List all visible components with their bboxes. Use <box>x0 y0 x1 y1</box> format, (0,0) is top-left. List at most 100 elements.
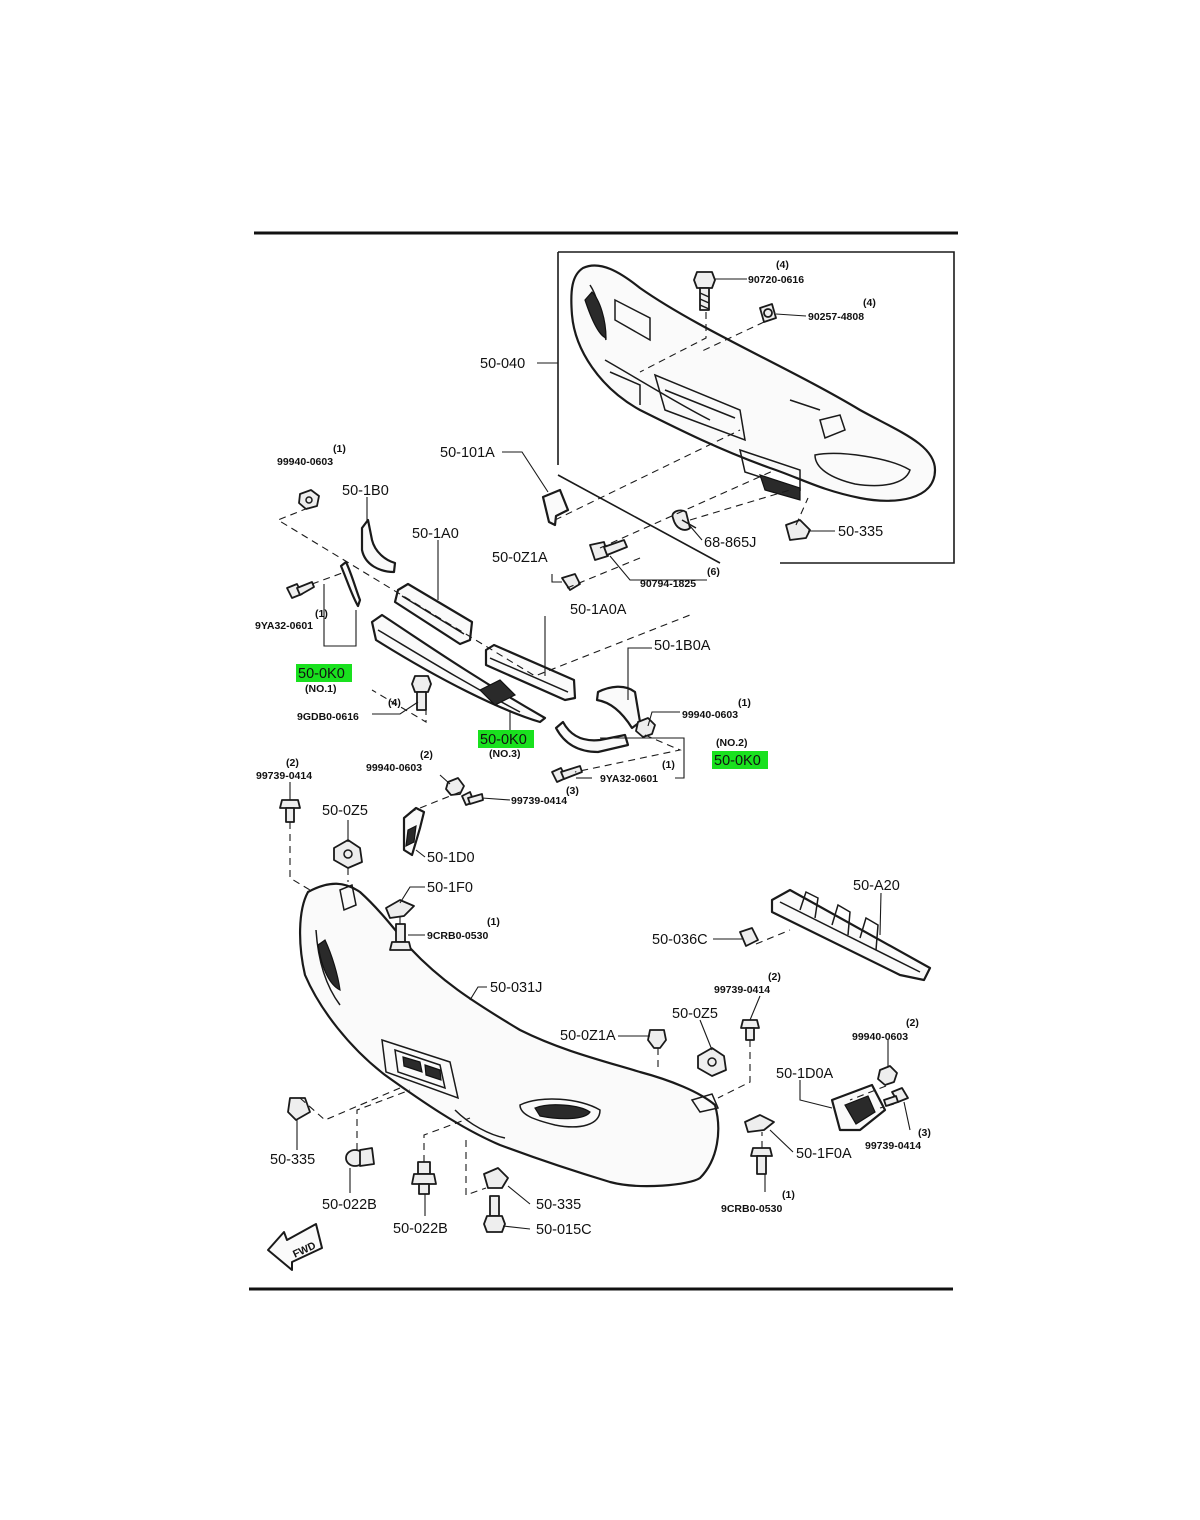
label-99739-c: 99739-0414 <box>714 984 770 996</box>
label-9gdb0: 9GDB0-0616 <box>297 711 359 723</box>
qty-99739-a: (2) <box>286 757 299 769</box>
label-50-1a0a: 50-1A0A <box>570 602 627 618</box>
label-50-036c: 50-036C <box>652 932 708 948</box>
label-50-022b-b: 50-022B <box>393 1221 448 1237</box>
highlight-no2 <box>712 751 768 769</box>
label-99739-a: 99739-0414 <box>256 770 312 782</box>
label-50-0z1a-bot: 50-0Z1A <box>560 1028 616 1044</box>
bracket-50-0k0-no2 <box>554 720 630 754</box>
screw-99739-c-icon <box>740 1019 760 1041</box>
label-50-1f0a: 50-1F0A <box>796 1146 852 1162</box>
screw-99739-d-icon <box>883 1087 909 1107</box>
screw-99739-b-icon <box>461 791 484 806</box>
label-99739-b: 99739-0414 <box>511 795 567 807</box>
qty-9crb0-b: (1) <box>782 1189 795 1201</box>
qty-9ya32-b-3: (3) <box>566 785 579 797</box>
qty-99940-b: (1) <box>738 697 751 709</box>
leader-lines <box>289 278 911 1230</box>
bracket-50-1a0a <box>484 643 577 702</box>
label-99739-d: 99739-0414 <box>865 1140 921 1152</box>
nut-99940-b-icon <box>635 717 656 738</box>
nut-50-335-left <box>287 1097 311 1121</box>
bracket-50-1f0 <box>385 899 415 919</box>
qty-99940-a: (1) <box>333 443 346 455</box>
label-50-1b0a: 50-1B0A <box>654 638 711 654</box>
label-50-335-bot: 50-335 <box>536 1197 581 1213</box>
bolt-9gdb0-icon <box>411 675 432 711</box>
label-50-0k0-no3: 50-0K0 <box>480 732 527 748</box>
label-50-0k0-no2: 50-0K0 <box>714 753 761 769</box>
qty-9crb0-a: (1) <box>487 916 500 928</box>
label-99940-d: 99940-0603 <box>852 1031 908 1043</box>
bracket-50-1b0 <box>360 518 397 574</box>
label-99940-b: 99940-0603 <box>682 709 738 721</box>
nut-50-335-bot <box>483 1167 509 1189</box>
label-50-031j: 50-031J <box>490 980 542 996</box>
bumper-reinforcement <box>570 264 937 502</box>
nut-99940-c-icon <box>445 777 465 796</box>
label-50-022b-a: 50-022B <box>322 1197 377 1213</box>
qty-90720: (4) <box>776 259 789 271</box>
label-50-015c: 50-015C <box>536 1222 592 1238</box>
label-9ya32-b: 9YA32-0601 <box>600 773 658 785</box>
screw-99739-a-icon <box>279 799 301 823</box>
qty-99940-c: (2) <box>420 749 433 761</box>
clip-50-0z1a-top-icon <box>561 573 581 591</box>
label-50-335-left: 50-335 <box>270 1152 315 1168</box>
label-50-040: 50-040 <box>480 356 525 372</box>
label-50-335-top: 50-335 <box>838 524 883 540</box>
bracket-50-1a0 <box>393 582 474 646</box>
label-90257: 90257-4808 <box>808 311 864 323</box>
label-50-1b0: 50-1B0 <box>342 483 389 499</box>
qty-99739-c: (2) <box>768 971 781 983</box>
plug-50-022b-a-icon <box>345 1147 375 1167</box>
label-50-1a0: 50-1A0 <box>412 526 459 542</box>
clip-68-865j-icon <box>671 509 697 531</box>
highlight-no3 <box>478 730 534 748</box>
bolt-50-015c-icon <box>483 1195 506 1233</box>
bracket-50-1d0 <box>402 806 426 857</box>
screw-9ya32-a-icon <box>286 581 315 599</box>
clip-50-036c-icon <box>739 927 759 947</box>
bracket-50-101a <box>541 488 570 527</box>
bracket-50-1d0a <box>830 1083 887 1132</box>
qty-90794: (6) <box>707 566 720 578</box>
label-99940-a: 99940-0603 <box>277 456 333 468</box>
screw-9ya32-b-icon <box>551 765 583 783</box>
label-50-a20: 50-A20 <box>853 878 900 894</box>
bracket-50-a20 <box>770 888 932 982</box>
label-9crb0-a: 9CRB0-0530 <box>427 930 488 942</box>
qty-90257: (4) <box>863 297 876 309</box>
label-90794: 90794-1825 <box>640 578 696 590</box>
inset-box <box>558 251 955 564</box>
clip-50-0z5-a-icon <box>333 839 363 869</box>
plug-50-022b-b-icon <box>411 1161 437 1195</box>
clip-50-0z5-b-icon <box>697 1047 727 1077</box>
label-no3: (NO.3) <box>489 748 521 760</box>
bracket-50-1f0a <box>744 1114 775 1133</box>
bolt-90794-icon <box>589 539 628 561</box>
clip-50-0z1a-bot-icon <box>647 1029 667 1049</box>
nut-99940-d-icon <box>877 1065 898 1086</box>
label-68-865j: 68-865J <box>704 535 756 551</box>
label-90720: 90720-0616 <box>748 274 804 286</box>
qty-9ya32-a: (1) <box>315 608 328 620</box>
label-50-0k0-no1: 50-0K0 <box>298 666 345 682</box>
nut-99940-a-icon <box>298 489 320 510</box>
assembly-lines <box>276 312 895 1196</box>
fwd-arrow-icon: FWD <box>267 1223 323 1271</box>
label-50-101a: 50-101A <box>440 445 495 461</box>
part-labels: 50-040 (4) 90720-0616 (4) 90257-4808 50-… <box>255 259 931 1238</box>
nut-50-335-top <box>785 519 811 541</box>
clip-90257-icon <box>759 303 777 323</box>
bracket-50-0k0-no3 <box>370 613 547 724</box>
label-99940-c: 99940-0603 <box>366 762 422 774</box>
label-50-0z5-b: 50-0Z5 <box>672 1006 718 1022</box>
qty-9gdb0: (4) <box>388 697 401 709</box>
qty-9ya32-b: (1) <box>662 759 675 771</box>
label-50-0z5-a: 50-0Z5 <box>322 803 368 819</box>
highlight-no1 <box>296 664 352 682</box>
label-no2: (NO.2) <box>716 737 748 749</box>
label-50-1d0: 50-1D0 <box>427 850 475 866</box>
